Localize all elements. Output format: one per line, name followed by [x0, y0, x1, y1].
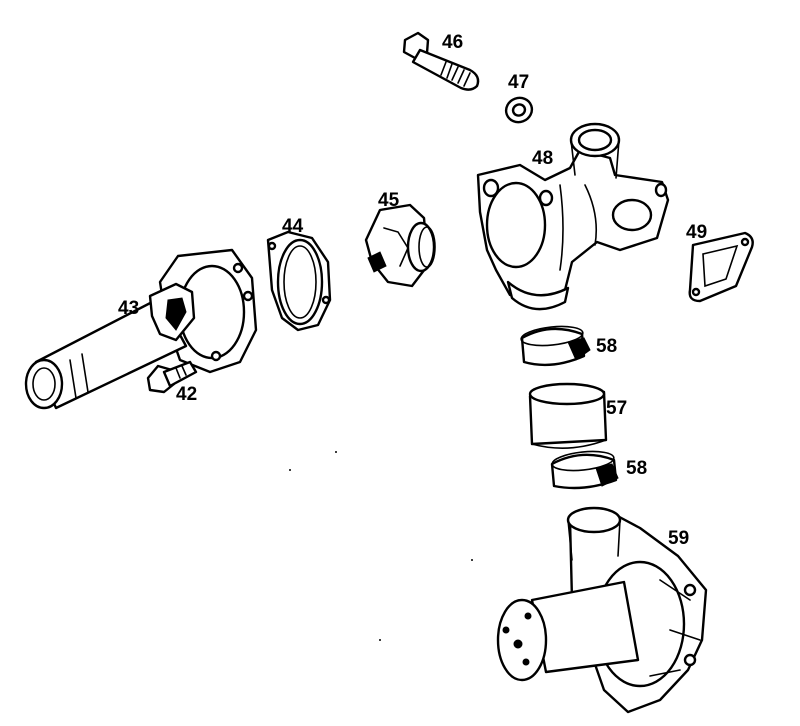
label-57: 57 [606, 398, 627, 419]
label-43: 43 [118, 298, 139, 319]
scan-specks [289, 451, 473, 641]
part-45-thermostat [364, 203, 436, 288]
label-47: 47 [508, 72, 529, 93]
part-43-housing-cover [24, 248, 258, 410]
label-49: 49 [686, 222, 707, 243]
label-59: 59 [668, 528, 689, 549]
part-58-hose-clamp-lower [550, 450, 619, 490]
part-44-sealing-ring [266, 230, 332, 332]
part-59-water-pump [496, 506, 708, 714]
label-58-lower: 58 [626, 458, 647, 479]
part-57-hose [528, 382, 608, 449]
label-46: 46 [442, 32, 463, 53]
label-45: 45 [378, 190, 400, 211]
part-48-thermostat-housing [476, 122, 670, 311]
label-44: 44 [282, 216, 304, 237]
label-48: 48 [532, 148, 553, 169]
part-47-washer [504, 96, 534, 124]
label-42: 42 [176, 384, 197, 405]
label-58-upper: 58 [596, 336, 617, 357]
part-58-hose-clamp-upper [520, 325, 591, 367]
part-49-gasket [688, 231, 754, 303]
part-46-bolt [402, 31, 480, 91]
part-42-bolt [146, 360, 198, 394]
